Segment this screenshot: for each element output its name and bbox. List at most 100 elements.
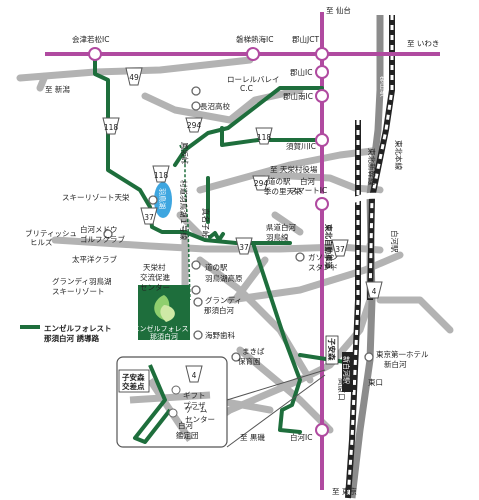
- to-iwaki: 至 いわき: [407, 39, 439, 48]
- taiheiyo: 太平洋クラブ: [72, 254, 117, 264]
- koyasumori-junction-2: 交差点: [122, 381, 145, 391]
- route-49-label: 49: [129, 73, 139, 82]
- legend-label-2: 那須白河 誘導路: [44, 333, 100, 343]
- gas-station-1: ガソリン: [308, 252, 338, 262]
- higashi-exit: 東口: [368, 377, 383, 387]
- village-road: [179, 144, 191, 301]
- game-center-1: ゲーム: [185, 405, 207, 414]
- shinkansen-label: 東北新幹線: [367, 148, 377, 186]
- aizu-wakamatsu-ic-label: 会津若松IC: [72, 34, 109, 44]
- makiba-1: まきば: [242, 347, 265, 356]
- expressway-label: 東北自動車道: [324, 224, 334, 269]
- road-station-2: 羽鳥湖高原: [205, 273, 243, 283]
- koriyama-minami-ic-label: 郡山南IC: [283, 91, 313, 101]
- route-4-label-a: 4: [372, 287, 377, 296]
- legend: エンゼルフォレスト 那須白河 誘導路: [20, 323, 112, 343]
- route-37-shield-b: [235, 237, 253, 255]
- route-294-label-b: 294: [254, 179, 269, 188]
- koriyama-jct-marker: [315, 47, 329, 61]
- facility-name: エンゼルフォレスト: [133, 324, 196, 333]
- lovely-valley-1: ローレルバレイ: [227, 75, 280, 84]
- koriyama-jct-label: 郡山JCT: [292, 34, 319, 44]
- hatori-lake-label: 羽鳥湖: [158, 188, 167, 209]
- route-37-label-a: 37: [144, 213, 154, 222]
- game-center-2: センター: [185, 415, 215, 424]
- shirakawa-station-label: 白河駅: [390, 230, 400, 253]
- tenei-exchange-1: 天栄村: [143, 262, 166, 272]
- shirakawa-smart-ic-marker: [315, 197, 329, 211]
- route-118-label-c: 118: [154, 171, 169, 180]
- kanteidan-1: 白河: [178, 420, 193, 430]
- grandeco-2: スキーリゾート: [52, 287, 105, 296]
- bandai-atami-ic-marker: [246, 47, 260, 61]
- lovely-valley-2: C.C: [240, 84, 253, 93]
- meadow-2: ゴルフクラブ: [80, 234, 125, 244]
- britannia-2: ヒルズ: [30, 237, 53, 247]
- facility-sub: 那須白河: [150, 332, 178, 341]
- route-118-shield-a: [102, 117, 120, 135]
- koriyama-minami-ic-marker: [315, 89, 329, 103]
- bandai-atami-ic-label: 磐梯熱海IC: [236, 34, 273, 44]
- pref-road-2: 羽鳥線: [266, 232, 289, 242]
- route-37-label-b: 37: [239, 243, 249, 252]
- koriyama-ic-marker: [315, 65, 329, 79]
- route-4-shield-b: [185, 365, 203, 383]
- makiba-2: 保育園: [238, 356, 261, 366]
- route-118-label-a: 118: [104, 123, 119, 132]
- shin-shirakawa-station-label: 新白河駅: [342, 356, 351, 384]
- takahara-exit: 高原口: [337, 378, 347, 401]
- gift-plaza-1: ギフト: [183, 391, 206, 400]
- sukagawa-ic-marker: [315, 133, 329, 147]
- route-294-shield-a: [185, 117, 203, 133]
- naganuma-hs: 長沼高校: [200, 101, 230, 111]
- koriyama-ic-label: 郡山IC: [290, 67, 312, 77]
- route-shields: [102, 67, 383, 299]
- route-118-label-b: 118: [257, 133, 272, 142]
- gas-station-2: スタンド: [308, 263, 338, 272]
- tenei-office: 至 天栄村役場: [270, 164, 318, 174]
- hohsaka-pass: 鳳坂峠: [180, 142, 190, 165]
- tenei-exchange-3: センター: [140, 283, 170, 292]
- route-118-shield-b: [255, 127, 273, 145]
- kanteidan-2: 鑑定団: [176, 430, 199, 440]
- gift-plaza-2: プラザ: [183, 401, 206, 410]
- muramichi: 村道羽鳥湖１号線: [179, 180, 189, 240]
- landmark-dots: [103, 86, 374, 441]
- hatori-lake: [154, 182, 172, 218]
- map-labels: 至 仙台 至 いわき 至 新潟 至 東京 至 黒磯 会津若松IC 磐梯熱海IC …: [25, 5, 439, 496]
- kisetsu-road-1: 道の駅: [268, 176, 291, 186]
- grandi-clinic-2: 那須白河: [204, 305, 234, 315]
- britannia-1: ブリティッシュ: [25, 228, 77, 238]
- interchange-markers: [88, 47, 329, 437]
- river-break: [298, 192, 422, 204]
- tokyo-hotel-2: 新白河: [384, 359, 407, 369]
- grandeco-1: グランディ羽鳥湖: [52, 276, 111, 286]
- route-37-shield-c: [331, 239, 349, 257]
- mazuko-pass: 真名子峠: [201, 208, 211, 238]
- to-kuroiso: 至 黒磯: [240, 432, 265, 442]
- tokyo-hotel-1: 東京第一ホテル: [376, 349, 429, 359]
- route-37-shield-a: [140, 207, 158, 225]
- shirakawa-ic-label: 白河IC: [290, 432, 312, 442]
- tohoku-line-label: 東北本線: [394, 140, 404, 170]
- tenei-exchange-2: 交流促進: [140, 272, 170, 282]
- koyasumori: 子安森: [327, 338, 337, 361]
- kisetsu-road-2: 季の里天栄: [264, 186, 302, 196]
- sukagawa-ic-label: 須賀川IC: [286, 141, 316, 151]
- koyasumori-inset: 4: [116, 356, 326, 448]
- shirakawa-smart-ic-label-1: 白河: [300, 176, 315, 186]
- to-sendai: 至 仙台: [326, 5, 351, 15]
- route-49-shield: [125, 67, 143, 86]
- route-4-shield-a: [365, 281, 383, 299]
- route-294-label-a: 294: [187, 121, 202, 130]
- route-294-shield-b: [252, 175, 270, 191]
- route-37-label-c: 37: [335, 245, 345, 254]
- aizu-wakamatsu-ic-marker: [88, 47, 102, 61]
- route-4-label-b: 4: [192, 371, 197, 380]
- meadow-1: 白河メドウ: [80, 224, 118, 234]
- shirakawa-ic-marker: [315, 423, 329, 437]
- to-tokyo: 至 東京: [332, 486, 357, 496]
- angel-forest-facility[interactable]: エンゼルフォレスト 那須白河: [133, 285, 196, 341]
- railways: [345, 15, 395, 499]
- legend-label-1: エンゼルフォレスト: [44, 323, 112, 333]
